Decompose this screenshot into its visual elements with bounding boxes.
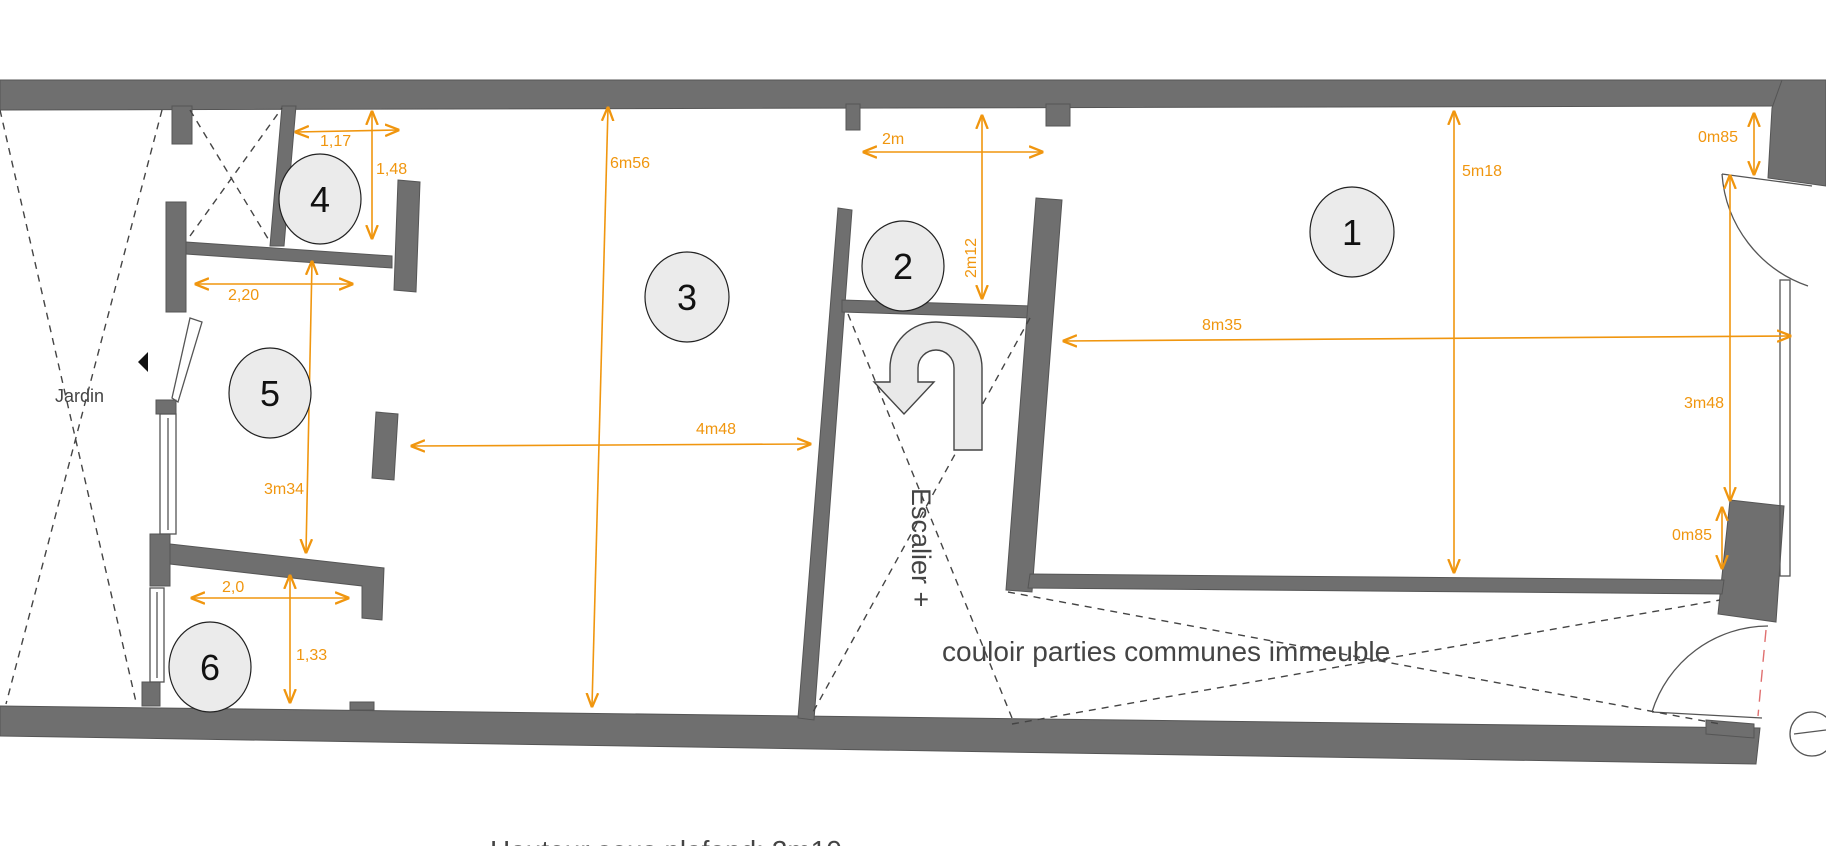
red-property-line [1757, 629, 1767, 717]
room6-stub [349, 701, 375, 711]
bottom-wall [0, 705, 1761, 765]
outer-walls [0, 79, 1826, 765]
top-stub-a [845, 103, 861, 131]
dim-label-1-48: 1,48 [376, 161, 407, 178]
room3-divider [371, 411, 399, 481]
wall-stub-e [141, 681, 161, 707]
dimension-lines [192, 108, 1790, 706]
window-left-lower [149, 587, 165, 683]
openings [138, 173, 1826, 757]
dim-line-8m35 [1064, 336, 1790, 341]
interior-walls [141, 103, 1725, 721]
dim-label-8m35: 8m35 [1202, 317, 1242, 334]
room-marker-4: 4 [278, 153, 362, 245]
right-bottom-post [1705, 719, 1755, 739]
garden-door-marker [138, 352, 148, 372]
corridor-label: couloir parties communes immeuble [942, 636, 1390, 667]
dim-label-6m56: 6m56 [610, 155, 650, 172]
wall-stub-c [155, 399, 177, 415]
room6-top-wall [169, 543, 385, 621]
dim-label-2-0: 2,0 [222, 579, 244, 596]
room-number-6: 6 [200, 647, 220, 688]
dim-label-1-17: 1,17 [320, 133, 351, 150]
stair-arrow [872, 321, 983, 451]
dim-line-1-17 [296, 130, 398, 132]
dim-label-0m85-bottom: 0m85 [1672, 527, 1712, 544]
dim-label-4m48: 4m48 [696, 421, 736, 438]
dim-label-5m18: 5m18 [1462, 163, 1502, 180]
room-marker-5: 5 [228, 347, 312, 439]
room-marker-6: 6 [168, 621, 252, 713]
room-number-2: 2 [893, 246, 913, 287]
wall-stub-b [165, 201, 187, 313]
room-markers: 1 2 3 4 5 6 [168, 153, 1395, 713]
room-number-1: 1 [1342, 212, 1362, 253]
room-marker-2: 2 [861, 220, 945, 312]
garden-label: Jardin [55, 386, 104, 406]
dim-label-2m12: 2m12 [963, 238, 980, 278]
room-number-4: 4 [310, 179, 330, 220]
dimension-labels: 0m85 5m18 8m35 3m48 0m85 2m 2m12 6m56 4m… [222, 129, 1738, 664]
entry-door-top-swing [1721, 173, 1813, 287]
wall-stub-d [149, 533, 171, 587]
top-stub-b [1045, 103, 1071, 127]
window-left-upper [159, 413, 177, 535]
room-number-3: 3 [677, 277, 697, 318]
garden-door-leaf [171, 317, 203, 404]
room1-left-wall [1005, 197, 1063, 593]
dashed-lines [0, 107, 1721, 725]
dim-line-6m56 [592, 108, 608, 706]
room-marker-3: 3 [644, 251, 730, 343]
room-marker-1: 1 [1309, 186, 1395, 278]
top-wall [0, 79, 1783, 111]
dim-line-4m48 [412, 444, 810, 446]
dim-label-2m: 2m [882, 131, 904, 148]
room4-bottom-wall [185, 241, 393, 269]
room-number-5: 5 [260, 373, 280, 414]
entry-door-bottom-swing [1651, 625, 1769, 719]
room4-right-wall [393, 179, 421, 293]
right-wall-upper [1767, 79, 1826, 187]
dim-label-0m85-top: 0m85 [1698, 129, 1738, 146]
dim-label-1-33: 1,33 [296, 647, 327, 664]
ceiling-height-note: Hauteur sous plafond: 2m10 [490, 835, 842, 846]
stair-left-wall [797, 207, 853, 721]
dim-label-3m48: 3m48 [1684, 395, 1724, 412]
room2-bottom-wall [841, 299, 1033, 319]
right-pillar [1717, 499, 1785, 623]
window-right [1779, 279, 1791, 577]
meter-symbol [1789, 711, 1826, 757]
room1-bottom-wall [1027, 573, 1725, 595]
dim-label-2-20: 2,20 [228, 287, 259, 304]
stairs-label: Escalier + [906, 488, 936, 607]
room4-left-wall [269, 105, 297, 247]
wall-stub-a [171, 105, 193, 145]
dim-label-3m34: 3m34 [264, 481, 304, 498]
